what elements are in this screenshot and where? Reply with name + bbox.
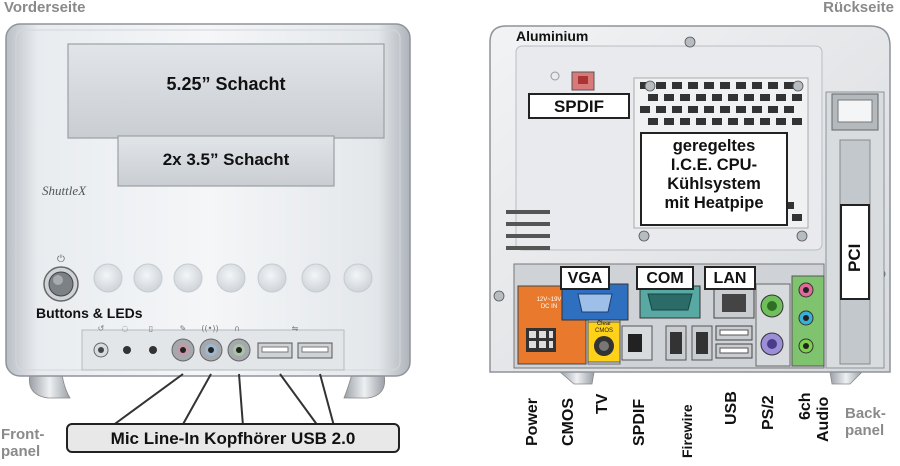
aluminium-label: Aluminium (516, 28, 589, 44)
bay-525-label: 5.25” Schacht (166, 74, 286, 94)
cooling-label-box: geregeltes I.C.E. CPU- Kühlsystem mit He… (640, 132, 788, 226)
label-usb: USB (723, 391, 740, 425)
front-ports-label-box: Mic Line-In Kopfhörer USB 2.0 (66, 423, 400, 453)
mic-icon: ✎ (180, 324, 187, 333)
dc-in-tiny-label: 12V~19V DC IN (536, 297, 562, 310)
label-6ch: 6ch (797, 392, 814, 420)
pci-label-box (840, 204, 870, 300)
buttons-leds-label: Buttons & LEDs (36, 305, 143, 321)
label-ps2: PS/2 (760, 395, 777, 430)
label-cmos: CMOS (560, 398, 577, 446)
label-tv: TV (594, 393, 611, 414)
reset-icon: ↺ (98, 324, 105, 333)
bay-35-label: 2x 3.5” Schacht (162, 150, 290, 169)
front-connector-lines (111, 373, 335, 427)
bay-35-rect (117, 135, 335, 187)
usb-icon: ⇋ (292, 324, 299, 333)
label-firewire: Firewire (679, 404, 695, 458)
front-left-foot (29, 373, 71, 399)
front-header: Vorderseite (4, 0, 86, 16)
power-symbol-icon: ⏻ (57, 254, 65, 265)
headphone-icon: ∩ (234, 324, 240, 333)
hdd-led (149, 346, 157, 354)
label-spdif: SPDIF (631, 398, 648, 446)
led-icon: ◌ (122, 324, 129, 333)
line-in-icon: ((•)) (201, 324, 218, 333)
front-panel-label: Front- panel (1, 426, 45, 461)
label-audio: Audio (815, 396, 832, 442)
power-led (123, 346, 131, 354)
com-label: COM (636, 266, 694, 290)
back-header: Rückseite (823, 0, 894, 16)
vga-label: VGA (560, 266, 610, 290)
brand-logo: ShuttleX (42, 183, 87, 198)
lan-label: LAN (704, 266, 756, 290)
hdd-icon: ▯ (149, 324, 153, 333)
pci-label: PCI (845, 243, 864, 272)
spdif-top-label: SPDIF (528, 93, 630, 119)
back-panel-label: Back- panel (845, 405, 886, 440)
clear-cmos-tiny-label: Clear CMOS (595, 321, 613, 334)
bay-525-rect (67, 43, 385, 139)
label-power: Power (524, 397, 541, 446)
front-right-foot (343, 373, 386, 399)
